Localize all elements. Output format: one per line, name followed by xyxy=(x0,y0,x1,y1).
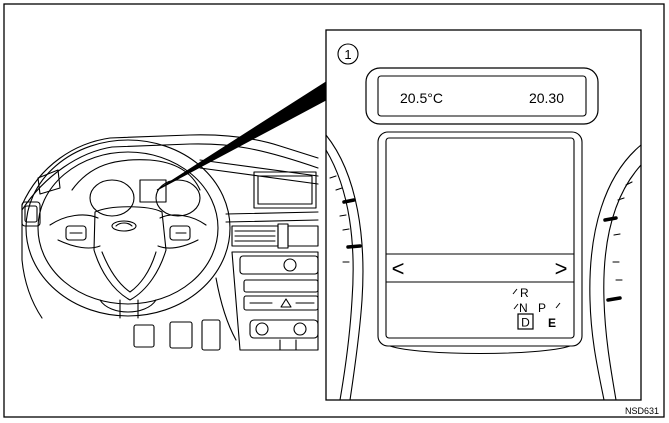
top-info-display: 20.5°C 20.30 xyxy=(365,67,599,125)
callout-circle xyxy=(337,43,359,65)
nav-right-arrow: > xyxy=(555,256,568,281)
figure-code: NSD631 xyxy=(625,406,659,416)
clock-readout: 20.30 xyxy=(529,90,564,106)
left-gauge xyxy=(325,134,364,401)
gear-p: P xyxy=(538,301,546,315)
gear-r: R xyxy=(520,286,529,300)
gear-d: D xyxy=(521,316,530,330)
gear-e: E xyxy=(548,316,556,330)
gear-d-box xyxy=(517,313,534,330)
right-gauge xyxy=(589,144,642,401)
callout-number: 1 xyxy=(344,47,351,62)
temperature-readout: 20.5°C xyxy=(400,90,443,106)
gear-position-indicator: R N P D E xyxy=(512,286,561,330)
nav-left-arrow: < xyxy=(392,256,405,281)
dashboard-overview-drawing xyxy=(21,134,319,351)
multi-information-display: < > xyxy=(377,131,583,354)
gear-n: N xyxy=(519,301,528,315)
